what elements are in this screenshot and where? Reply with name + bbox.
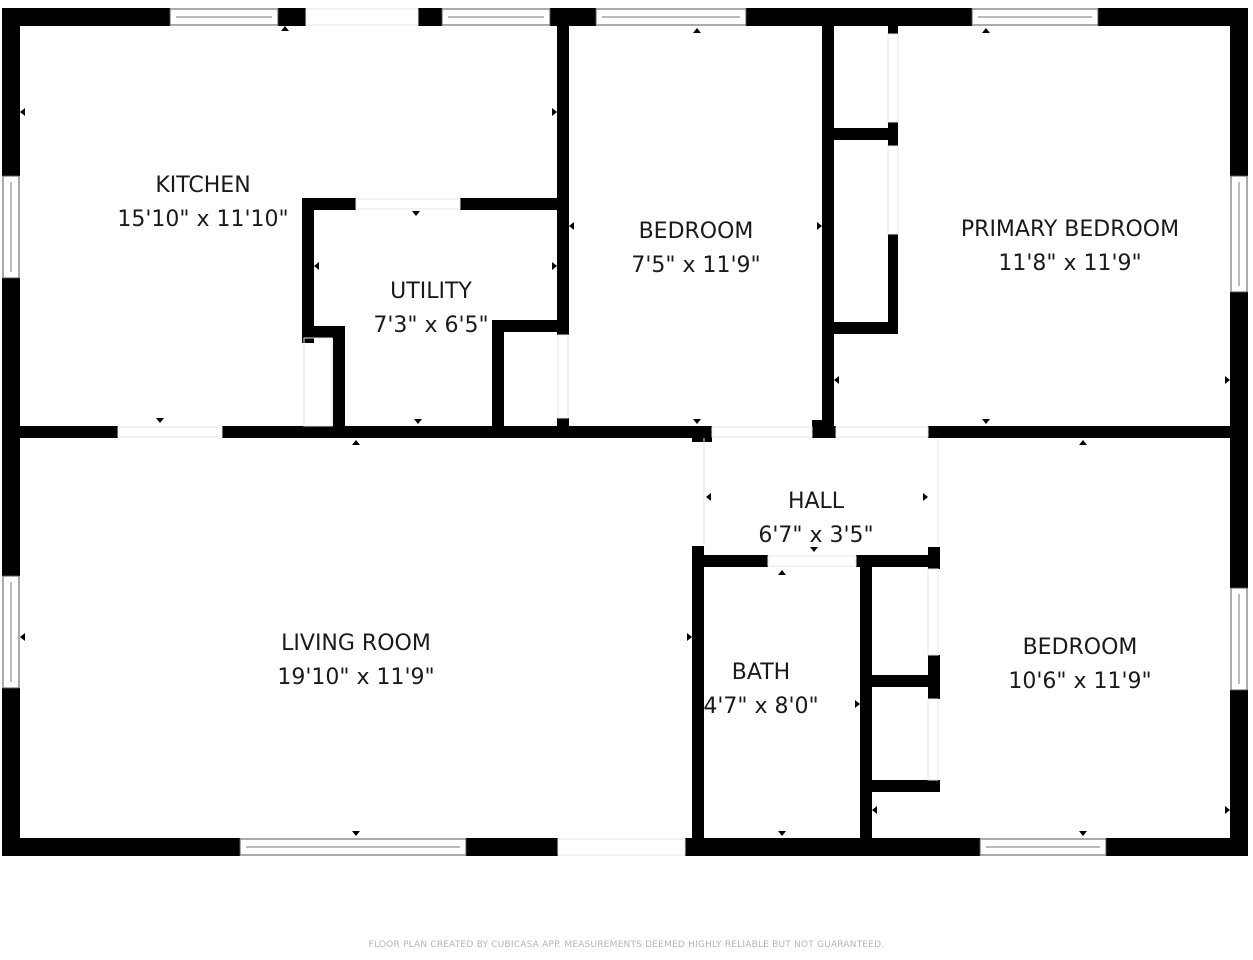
footer-disclaimer: FLOOR PLAN CREATED BY CUBICASA APP. MEAS…	[368, 940, 885, 950]
room-label-bedroom-2: BEDROOM 10'6" x 11'9"	[1008, 631, 1151, 699]
room-dimensions: 7'5" x 11'9"	[631, 253, 761, 278]
room-name: UTILITY	[390, 279, 472, 304]
room-name: LIVING ROOM	[281, 631, 431, 656]
interior-walls	[2, 20, 1248, 850]
room-label-hall: HALL 6'7" x 3'5"	[758, 485, 873, 553]
room-label-bedroom-1: BEDROOM 7'5" x 11'9"	[631, 215, 760, 283]
outer-walls	[2, 8, 1248, 856]
room-name: KITCHEN	[155, 173, 251, 198]
room-label-kitchen: KITCHEN 15'10" x 11'10"	[117, 169, 288, 237]
room-label-living-room: LIVING ROOM 19'10" x 11'9"	[277, 627, 434, 695]
room-dimensions: 6'7" x 3'5"	[758, 523, 874, 548]
room-dimensions: 19'10" x 11'9"	[277, 665, 435, 690]
room-dimensions: 4'7" x 8'0"	[703, 694, 819, 719]
room-dimensions: 7'3" x 6'5"	[373, 313, 489, 338]
room-dimensions: 11'8" x 11'9"	[998, 251, 1142, 276]
room-dimensions: 15'10" x 11'10"	[117, 207, 289, 232]
room-name: BEDROOM	[638, 219, 754, 244]
room-name: HALL	[787, 489, 845, 514]
openings	[117, 8, 939, 856]
room-name: BEDROOM	[1022, 635, 1138, 660]
room-dimensions: 10'6" x 11'9"	[1008, 669, 1152, 694]
room-label-primary-bedroom: PRIMARY BEDROOM 11'8" x 11'9"	[961, 213, 1179, 281]
room-name: BATH	[731, 660, 791, 685]
room-label-bath: BATH 4'7" x 8'0"	[703, 656, 818, 724]
windows	[2, 8, 1248, 856]
measurement-markers	[20, 26, 1230, 836]
room-name: PRIMARY BEDROOM	[960, 217, 1180, 242]
room-label-utility: UTILITY 7'3" x 6'5"	[373, 275, 488, 343]
